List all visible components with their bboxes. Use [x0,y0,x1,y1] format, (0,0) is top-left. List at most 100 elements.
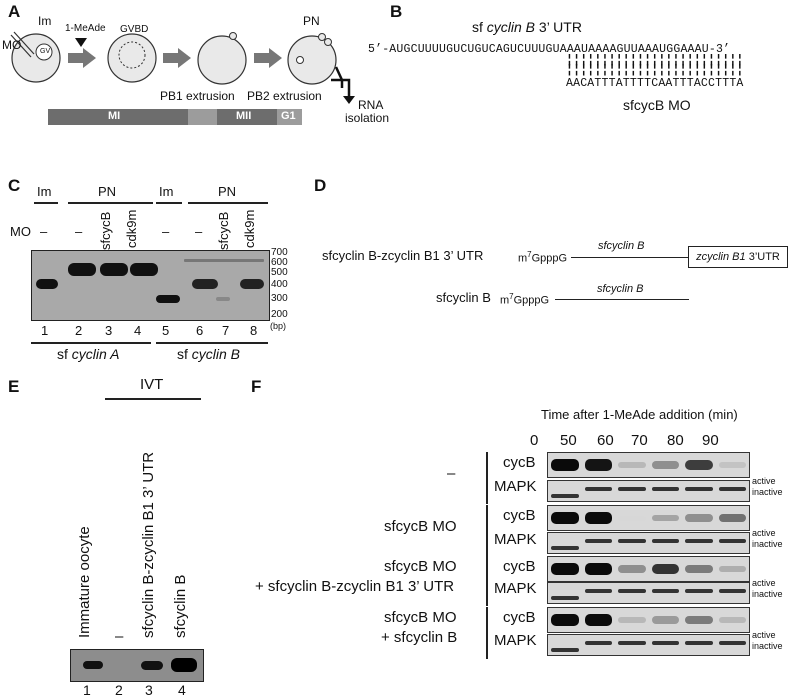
construct-2-orf-line [555,299,689,301]
cycb-band [718,462,746,468]
e-lane-4-label: sfcyclin B [172,574,189,638]
c-dash-1: – [40,224,48,239]
c-lane-4: 4 [134,323,142,338]
time-60: 60 [597,432,614,449]
cycb-band [584,563,612,575]
f-row-3-divider [486,556,488,606]
mapk-band [551,596,579,600]
f-row-2-cond: sfcycB MO [384,518,457,535]
polar-body-2b [324,38,332,46]
polar-body-2a [318,33,326,41]
time-0: 0 [530,432,539,449]
cycb-band [551,459,579,471]
cycb-band [551,563,579,575]
mo-name: sfcycB MO [623,97,691,113]
cycb-band [685,514,713,522]
f-row-3-cond-2: + sfcyclin B-zcyclin B1 3’ UTR [255,578,455,595]
panel-label-c: C [8,176,21,195]
gel-band-lane-6 [192,279,218,289]
panel-label-b: B [390,2,403,21]
cycb-band [584,512,612,524]
phase-mi-label: MI [108,110,121,122]
mapk-band [618,641,646,645]
f-row-3-mapk-label: MAPK [494,580,537,597]
mapk-band [718,539,746,543]
construct-2-name: sfcyclin B [436,290,491,305]
cycb-band [551,512,579,524]
mo-label: MO [2,38,22,52]
construct-1-orf-label: sfcyclin B [598,240,645,252]
cycb-band [618,461,646,469]
gel-c [31,250,270,321]
gel-band-lane-8 [240,279,264,289]
f-row-4-cond-2: + sfcyclin B [381,629,458,646]
cycb-band [651,616,679,624]
cycb-band [651,461,679,469]
marker-400: 400 [271,279,288,290]
pb2-label: PB2 extrusion [247,89,322,103]
marker-200: 200 [271,309,288,320]
time-80: 80 [667,432,684,449]
f-row-1-active: active [752,476,776,486]
mapk-band [651,539,679,543]
construct-1-utr-box: zcyclin B1 3’UTR [688,246,788,268]
arrow-step-2 [163,48,191,68]
f-row-2-active: active [752,528,776,538]
c-dash-3: – [162,224,170,239]
cycb-band [618,565,646,573]
c-col-sfcycb-2: sfcycB [216,211,231,250]
f-row-1-inactive: inactive [752,487,783,497]
marker-600: 600 [271,257,288,268]
c-lane-5: 5 [162,323,170,338]
mapk-band [718,589,746,593]
mapk-band [685,589,713,593]
panel-label-f: F [251,377,262,396]
marker-700: 700 [271,247,288,258]
base-pair-ticks-2: ¦¦¦¦¦¦¦¦¦¦¦¦¦¦¦¦¦¦¦¦¦¦¦¦¦ [566,64,744,77]
gel-upper-faint-band [184,259,264,262]
c-gene-a: sf cyclin A [57,346,120,362]
rna-label: RNA [358,98,384,112]
c-lane-7: 7 [222,323,230,338]
c-cyclin-b-bar [156,342,268,344]
mapk-band [618,589,646,593]
cycb-band [685,459,713,471]
pb1-label: PB1 extrusion [160,89,235,103]
c-dash-4: – [195,224,203,239]
e-lane-2-label: – [115,628,124,645]
f-row-1-mapk-label: MAPK [494,478,537,495]
cycb-band [718,513,746,523]
gel-band-lane-5 [156,295,180,303]
cycb-band [718,616,746,624]
construct-1-cap: m7GpppG [518,250,568,265]
f-row-3-mapk-blot [547,582,750,604]
panel-label-d: D [314,176,327,195]
time-90: 90 [702,432,719,449]
cycb-band [618,616,646,624]
f-row-4-cycb-blot [547,607,750,633]
rna-isolation-arrow [334,66,344,88]
c-pn-bar-2 [188,202,268,204]
pn-egg-cell [287,35,337,85]
c-im-bar-1 [34,202,58,204]
f-row-4-cycb-label: cycB [503,609,536,626]
mead-label: 1-MeAde [65,23,106,34]
mapk-band [551,546,579,550]
f-row-1-mapk-blot [547,480,750,502]
f-row-4-active: active [752,630,776,640]
mapk-band [718,487,746,491]
mead-arrowhead-icon [75,38,87,47]
isolation-label: isolation [345,111,390,125]
panel-label-a: A [8,2,21,21]
time-title: Time after 1-MeAde addition (min) [541,407,738,422]
pronucleus [296,56,304,64]
arrow-step-1 [68,48,96,68]
c-col-cdk9m-1: cdk9m [124,209,139,248]
cycb-band [584,459,612,471]
f-row-4-divider [486,607,488,659]
f-row-2-cycb-blot [547,505,750,531]
gel-band-lane-3 [100,263,128,276]
mapk-band [584,487,612,491]
c-im-bar-2 [156,202,182,204]
